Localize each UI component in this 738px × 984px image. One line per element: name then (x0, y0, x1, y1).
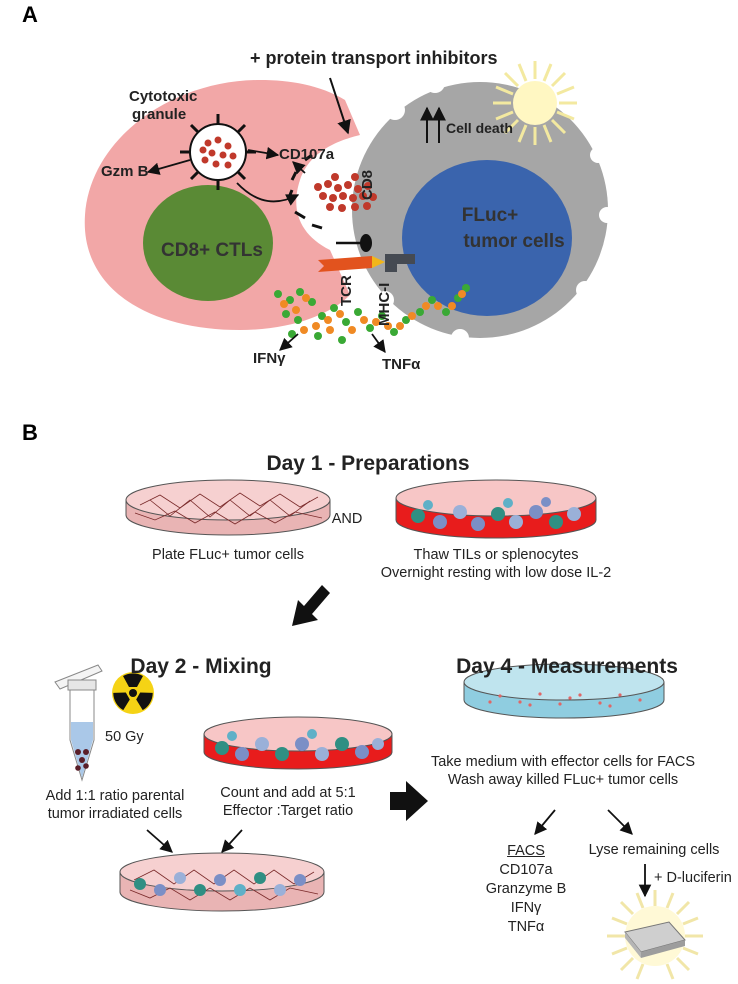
til-cells (411, 497, 581, 531)
cd107a-label: CD107a (279, 146, 335, 163)
cell-death-burst (493, 61, 577, 145)
tcr-label: TCR (338, 275, 355, 306)
luminescent-plate (607, 890, 703, 980)
day4-title: Day 4 - Measurements (456, 655, 678, 678)
dish-tumor-cells (125, 479, 331, 536)
panel-b-label: B (22, 420, 38, 445)
tnfa-label: TNFα (382, 356, 421, 373)
day4-caption-2: Wash away killed FLuc+ tumor cells (447, 772, 679, 788)
tcr-shape (318, 256, 372, 272)
mhc-label: MHC-I (376, 282, 393, 326)
released-granzymes (314, 173, 377, 212)
cd8-label: CD8 (359, 169, 376, 200)
cytotoxic-granule-label-1: Cytotoxic (129, 88, 198, 105)
facs-item-tnfa: TNFα (507, 919, 545, 935)
tcr-mhc-complex (318, 234, 415, 272)
cytotoxic-granule-label-2: granule (132, 106, 187, 123)
thaw-caption-1: Thaw TILs or splenocytes (413, 547, 579, 563)
ifng-label: IFNγ (253, 350, 286, 367)
tube-caption-2: tumor irradiated cells (47, 806, 183, 822)
tumor-nucleus (402, 160, 572, 316)
facs-item-cd107a: CD107a (499, 862, 553, 878)
tube (54, 664, 103, 782)
tumor-label-2: tumor cells (463, 231, 565, 252)
dose-label: 50 Gy (105, 729, 144, 745)
dish-tils (395, 479, 597, 539)
thaw-caption-2: Overnight resting with low dose IL-2 (380, 565, 612, 581)
mhc-shape (385, 254, 415, 264)
lyse-label: Lyse remaining cells (588, 842, 720, 858)
facs-item-granzyme: Granzyme B (485, 881, 567, 897)
day1-title: Day 1 - Preparations (266, 452, 470, 475)
day2-title: Day 2 - Mixing (130, 655, 272, 678)
facs-item-ifng: IFNγ (510, 900, 542, 916)
dish-day4 (463, 663, 665, 719)
gzmb-label: Gzm B (101, 163, 149, 180)
facs-title: FACS (507, 843, 545, 859)
ctl-nucleus (143, 185, 273, 301)
radiation-icon (112, 672, 154, 714)
arrow-day1-day2 (292, 585, 330, 626)
count-caption-1: Count and add at 5:1 (220, 785, 356, 801)
cytotoxic-granule (180, 114, 256, 190)
dish-mixing (119, 852, 325, 912)
cytokine-chain (274, 284, 470, 354)
day4-caption-1: Take medium with effector cells for FACS (430, 754, 696, 770)
plate-caption: Plate FLuc+ tumor cells (152, 547, 304, 563)
panel-a-label: A (22, 2, 38, 27)
cell-death-label: Cell death (446, 120, 513, 136)
tumor-label-1: FLuc+ (461, 205, 519, 226)
dish-effectors (203, 716, 393, 770)
and-label: AND (331, 511, 363, 527)
protein-inhibitors-label: + protein transport inhibitors (250, 48, 498, 68)
arrow-day2-day4 (390, 781, 428, 821)
ctl-label: CD8+ CTLs (161, 240, 263, 261)
luciferin-label: + D-luciferin (654, 870, 732, 886)
tube-caption-1: Add 1:1 ratio parental (45, 788, 185, 804)
count-caption-2: Effector :Target ratio (222, 803, 354, 819)
